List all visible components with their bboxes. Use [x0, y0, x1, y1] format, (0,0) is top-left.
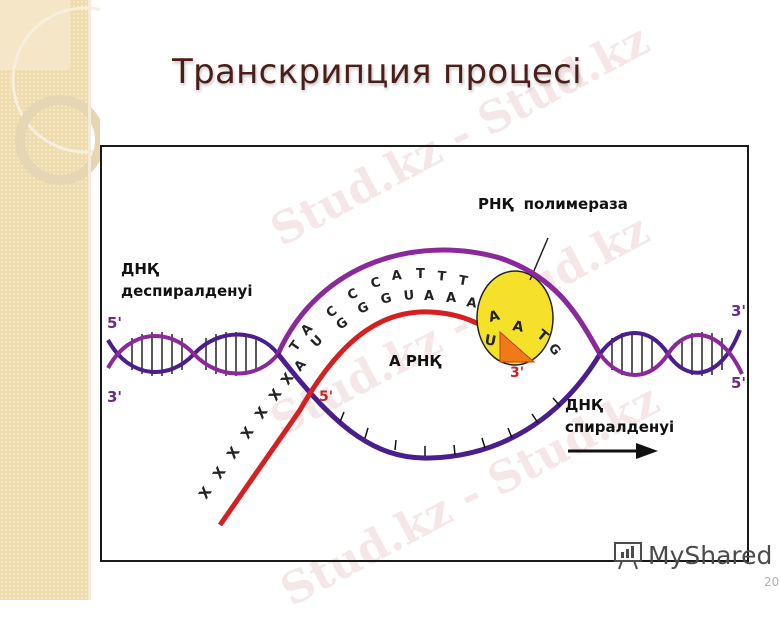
svg-text:A: A [424, 289, 434, 304]
svg-text:X: X [210, 464, 229, 482]
logo-text: MyShared [648, 540, 773, 570]
dna-template-strand [276, 352, 603, 461]
svg-text:A: A [391, 268, 402, 284]
slide-sidebar-decoration [0, 0, 100, 600]
dna-unwinding-label-line1: ДНҚ [121, 260, 159, 278]
rna-start-end: 5' [319, 389, 334, 405]
svg-text:T: T [437, 269, 447, 285]
right-top-strand-end: 3' [731, 302, 747, 320]
dna-unwinding-label-line2: деспиралденуі [121, 282, 253, 300]
svg-text:C: C [369, 275, 382, 292]
svg-text:X: X [196, 484, 215, 502]
transcription-figure-frame [100, 145, 749, 562]
svg-text:G: G [355, 300, 371, 318]
slide-title: Транскрипция процесі [172, 52, 582, 92]
svg-text:X: X [238, 424, 257, 442]
svg-text:T: T [416, 267, 425, 282]
mrna-label: А РНҚ [389, 352, 442, 370]
svg-text:G: G [379, 291, 393, 308]
dna-rewinding-label-line1: ДНҚ [565, 396, 603, 414]
svg-text:T: T [457, 273, 468, 289]
svg-text:U: U [403, 288, 415, 304]
svg-text:A: A [446, 291, 456, 306]
presentation-board-icon [614, 542, 642, 570]
left-top-strand-end: 5' [107, 314, 123, 332]
rna-polymerase-icon [476, 270, 554, 366]
sidebar-circles-decoration [11, 6, 100, 185]
svg-text:U: U [483, 332, 497, 350]
transcription-direction-arrow-icon [499, 330, 536, 363]
left-bottom-strand-end: 3' [107, 388, 123, 406]
rna-polymerase-label: РНҚ полимераза [478, 195, 628, 213]
svg-text:X: X [252, 404, 271, 422]
sidebar-edge [88, 0, 91, 600]
svg-text:A: A [511, 318, 525, 336]
rna-end-end: 3' [510, 365, 525, 381]
svg-text:X: X [266, 386, 285, 404]
dna-coding-strand [275, 247, 603, 356]
svg-text:C: C [345, 286, 360, 304]
bottom-strand-ticks [339, 397, 561, 456]
dna-rewinding-label-line2: спиралденуі [565, 418, 675, 436]
transcription-diagram: X X X X X X X T A C C C A T T T A A A G … [106, 237, 744, 527]
svg-text:T: T [287, 338, 304, 354]
svg-text:A: A [487, 308, 502, 326]
rewinding-arrow-head-icon [636, 443, 658, 459]
slide-page-number: 20 [764, 575, 780, 589]
left-dna-helix [106, 332, 280, 376]
myshared-logo: MyShared [612, 540, 772, 570]
right-bottom-strand-end: 5' [731, 374, 747, 392]
svg-text:X: X [224, 444, 243, 462]
right-dna-helix [598, 329, 744, 377]
svg-text:A: A [465, 295, 478, 312]
